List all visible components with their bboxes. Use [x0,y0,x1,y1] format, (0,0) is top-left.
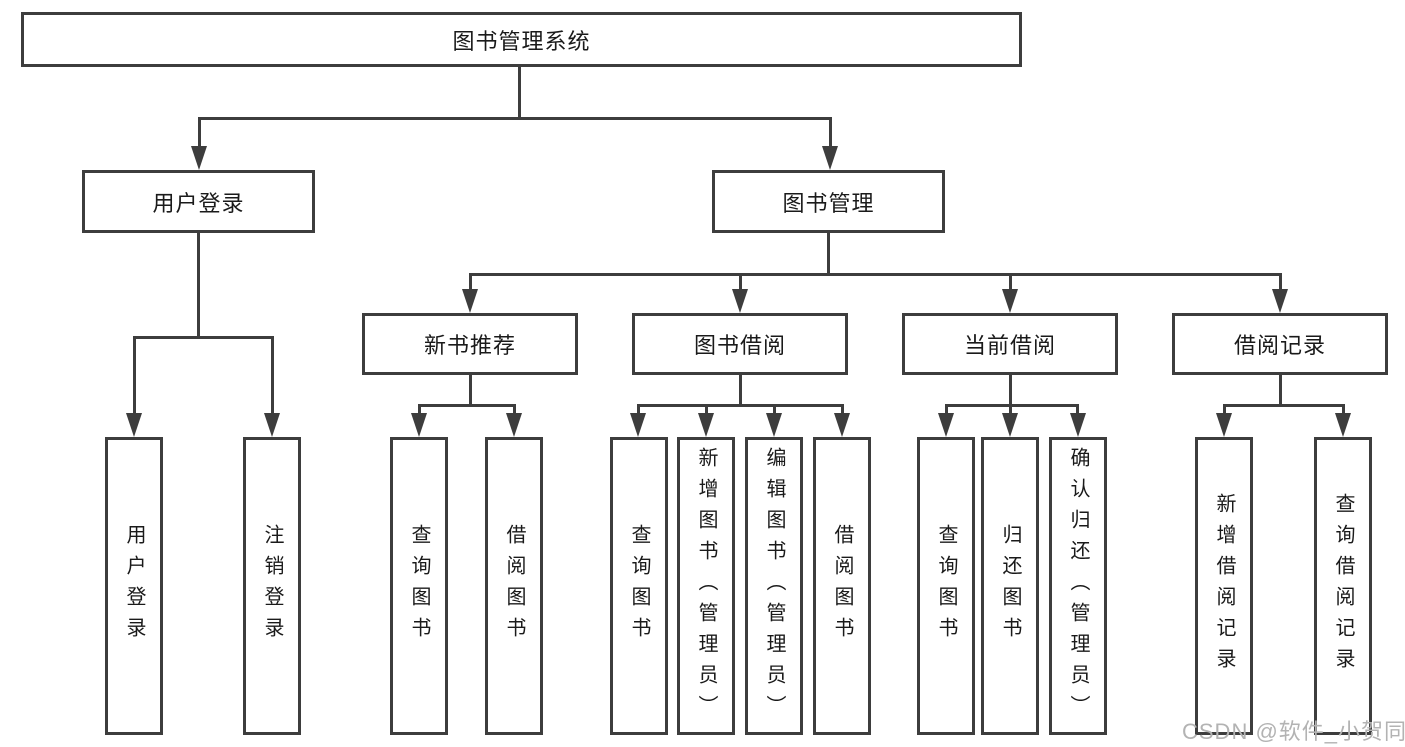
node-book-management: 图书管理 [712,170,945,233]
leaf-current-confirm-return-admin: 确认归还（管理员） [1049,437,1107,735]
connector-hline [1223,404,1344,407]
node-label: 当前借阅 [963,333,1056,358]
connector-vline [198,117,201,150]
connector-vline [1279,273,1282,293]
arrowhead-down-icon [732,289,748,313]
connector-vline [1076,404,1079,417]
csdn-watermark: CSDN @软件_小贺同学 [1182,719,1405,744]
connector-vline [418,404,421,417]
connector-vline [469,375,472,404]
node-label: 查询借阅记录 [1332,493,1354,679]
leaf-borrowing-edit-books-admin: 编辑图书（管理员） [745,437,803,735]
arrowhead-down-icon [191,146,207,170]
arrowhead-down-icon [462,289,478,313]
connector-vline [841,404,844,417]
connector-vline [827,233,830,273]
node-label: 图书借阅 [693,333,786,358]
node-current-borrowing: 当前借阅 [902,313,1118,375]
connector-vline [1279,375,1282,404]
arrowhead-down-icon [630,413,646,437]
node-label: 查询图书 [408,524,430,648]
node-label: 用户登录 [123,524,145,648]
arrowhead-down-icon [698,413,714,437]
arrowhead-down-icon [1272,289,1288,313]
node-book-borrowing: 图书借阅 [632,313,848,375]
node-label: 用户登录 [152,190,245,216]
node-label: 注销登录 [261,524,283,648]
node-label: 图书管理系统 [452,28,591,54]
leaf-borrowing-borrow-books: 借阅图书 [813,437,871,735]
leaf-records-query-borrow-record: 查询借阅记录 [1314,437,1372,735]
node-label: 借阅记录 [1233,333,1326,358]
connector-vline [133,336,136,417]
connector-vline [513,404,516,417]
connector-vline [1009,375,1012,404]
node-label: 编辑图书（管理员） [763,446,785,726]
leaf-logout: 注销登录 [243,437,301,735]
connector-vline [705,404,708,417]
node-borrow-records: 借阅记录 [1172,313,1388,375]
connector-vline [829,117,832,150]
connector-vline [518,67,521,117]
node-label: 归还图书 [999,524,1021,648]
arrowhead-down-icon [766,413,782,437]
node-new-book-recommend: 新书推荐 [362,313,578,375]
arrowhead-down-icon [411,413,427,437]
arrowhead-down-icon [1070,413,1086,437]
node-label: 查询图书 [935,524,957,648]
connector-vline [271,336,274,417]
node-label: 借阅图书 [503,524,525,648]
connector-vline [197,233,200,336]
connector-vline [469,273,472,293]
leaf-borrowing-query-books: 查询图书 [610,437,668,735]
node-label: 新增借阅记录 [1213,493,1235,679]
connector-vline [1009,404,1012,417]
connector-vline [945,404,948,417]
arrowhead-down-icon [506,413,522,437]
node-label: 新书推荐 [423,333,516,358]
connector-vline [739,273,742,293]
leaf-borrowing-add-books-admin: 新增图书（管理员） [677,437,735,735]
connector-vline [637,404,640,417]
leaf-current-return-books: 归还图书 [981,437,1039,735]
leaf-user-login: 用户登录 [105,437,163,735]
connector-vline [773,404,776,417]
node-label: 新增图书（管理员） [695,446,717,726]
node-root-library-system: 图书管理系统 [21,12,1022,67]
node-label: 图书管理 [782,190,875,216]
leaf-newbook-borrow-books: 借阅图书 [485,437,543,735]
leaf-records-add-borrow-record: 新增借阅记录 [1195,437,1253,735]
connector-vline [1342,404,1345,417]
arrowhead-down-icon [1335,413,1351,437]
connector-hline [637,404,843,407]
leaf-newbook-query-books: 查询图书 [390,437,448,735]
arrowhead-down-icon [126,413,142,437]
arrowhead-down-icon [1002,289,1018,313]
node-label: 借阅图书 [831,524,853,648]
arrowhead-down-icon [1216,413,1232,437]
connector-vline [1009,273,1012,293]
node-user-login: 用户登录 [82,170,315,233]
connector-vline [1223,404,1226,417]
connector-hline [418,404,515,407]
arrowhead-down-icon [264,413,280,437]
arrowhead-down-icon [822,146,838,170]
connector-vline [739,375,742,404]
arrowhead-down-icon [1002,413,1018,437]
connector-hline [469,273,1281,276]
leaf-current-query-books: 查询图书 [917,437,975,735]
arrowhead-down-icon [834,413,850,437]
connector-hline [133,336,273,339]
node-label: 确认归还（管理员） [1067,446,1089,726]
arrowhead-down-icon [938,413,954,437]
node-label: 查询图书 [628,524,650,648]
connector-hline [198,117,831,120]
